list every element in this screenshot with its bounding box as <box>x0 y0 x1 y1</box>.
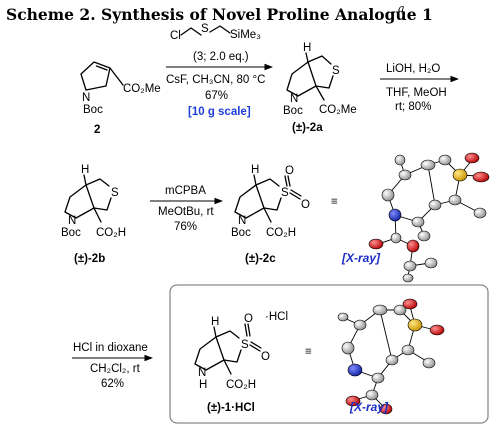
double-bond-line <box>95 65 108 71</box>
reagent-s: S <box>201 23 209 35</box>
pyrrolidine-ring <box>234 184 265 219</box>
thiolane-bottom <box>315 75 334 89</box>
compound-1-h: H <box>211 316 219 328</box>
compound-2c-s: S <box>281 187 289 199</box>
step4-yield: 62% <box>101 378 124 390</box>
acid-bond <box>223 359 232 375</box>
compound-2b: H S N Boc CO₂H (±)-2b <box>61 164 126 265</box>
compound-2a-n: N <box>290 93 298 105</box>
ester-bond <box>109 67 124 86</box>
step4-reagent: HCl in dioxane <box>73 342 148 354</box>
compound-2c-o2: O <box>301 199 310 211</box>
acid-bond <box>263 207 272 223</box>
compound-2b-acid: CO₂H <box>96 227 126 239</box>
reagent-3: Cl S SiMe₃ <box>170 23 261 42</box>
compound-2-n: N <box>82 92 90 104</box>
reagent-sime3: SiMe₃ <box>230 29 261 41</box>
equivalent-sign-2: ≡ <box>305 346 312 358</box>
thiolane-bottom <box>93 197 112 211</box>
compound-1-label: (±)-1·HCl <box>207 402 255 414</box>
step1-yield: 67% <box>205 90 228 102</box>
compound-2a: H S N Boc CO₂Me (±)-2a <box>283 42 357 134</box>
compound-2: CO₂Me N Boc 2 <box>80 61 161 136</box>
step2-yield: rt; 80% <box>395 101 431 113</box>
step3-yield: 76% <box>174 221 197 233</box>
compound-1-o1: O <box>244 313 253 325</box>
pyrrolidine-ring <box>286 61 317 97</box>
compound-2c-n: N <box>238 215 246 227</box>
thiolane-bottom <box>223 349 242 363</box>
compound-2b-boc: Boc <box>61 227 81 239</box>
xray-label-1: [X-ray] <box>341 251 381 265</box>
compound-2a-boc: Boc <box>283 105 303 117</box>
product-highlight-box <box>169 284 489 424</box>
compound-2b-label: (±)-2b <box>74 253 105 265</box>
acid-bond <box>93 207 102 223</box>
so-double-bond-2 <box>289 189 302 200</box>
reagent-chain-1 <box>180 27 202 36</box>
compound-1-salt: ·HCl <box>265 311 288 323</box>
step1-reagent: (3; 2.0 eq.) <box>193 51 249 63</box>
thiolane-top <box>85 178 110 187</box>
xray-structure-2c <box>368 152 490 283</box>
compound-2-ester: CO₂Me <box>123 83 161 95</box>
thiolane-top <box>307 55 332 65</box>
pyrroline-ring <box>80 61 111 91</box>
compound-1-nh: H <box>199 379 207 391</box>
h-bond <box>213 326 217 338</box>
compound-2-label: 2 <box>94 124 100 136</box>
step3-reagent: mCPBA <box>165 185 206 197</box>
compound-2c: H S O O N Boc CO₂H (±)-2c <box>231 164 310 265</box>
thiolane-bottom <box>263 197 282 211</box>
compound-2a-label: (±)-2a <box>292 122 323 134</box>
scheme-title: Scheme 2. Synthesis of Novel Proline Ana… <box>6 5 433 24</box>
compound-2c-o1: O <box>285 165 294 177</box>
h-bond <box>253 174 257 186</box>
xray-label-2: [X-ray] <box>349 400 389 414</box>
reagent-cl: Cl <box>170 30 181 42</box>
compound-2a-ester: CO₂Me <box>319 104 357 116</box>
xray-structure-1 <box>337 298 445 415</box>
compound-2c-boc: Boc <box>231 227 251 239</box>
step4-solvent: CH₂Cl₂, rt <box>90 363 141 375</box>
compound-1-s: S <box>241 339 249 351</box>
h-bond <box>305 52 309 63</box>
pyrrolidine-ring <box>194 336 225 371</box>
compound-2b-n: N <box>68 215 76 227</box>
ester-bond <box>315 85 325 101</box>
compound-2b-s: S <box>111 187 119 199</box>
thiolane-top <box>255 178 280 187</box>
so-double-bond-1 <box>284 175 291 187</box>
thiolane-top <box>215 330 240 339</box>
compound-1-hcl: H S O O ·HCl N H CO₂H (±)-1·HCl <box>194 311 288 414</box>
compound-2a-s: S <box>332 65 340 77</box>
pyrrolidine-ring <box>64 184 95 219</box>
step2-solvent: THF, MeOH <box>386 87 447 99</box>
equivalent-sign-1: ≡ <box>331 196 338 208</box>
compound-2c-h: H <box>251 164 259 176</box>
reagent-chain-2 <box>209 25 231 34</box>
so-double-bond-1 <box>244 323 251 337</box>
step1-conditions: CsF, CH₃CN, 80 °C <box>166 74 265 86</box>
compound-1-o2: O <box>261 351 270 363</box>
compound-1-n: N <box>198 367 206 379</box>
compound-2c-label: (±)-2c <box>245 253 276 265</box>
step3-solvent: MeOtBu, rt <box>158 206 214 218</box>
compound-2-boc: Boc <box>83 104 103 116</box>
title-footnote-mark: a <box>398 2 405 15</box>
compound-2c-acid: CO₂H <box>266 227 296 239</box>
compound-2a-h: H <box>303 42 311 54</box>
h-bond <box>83 174 87 186</box>
step1-scale: [10 g scale] <box>188 106 251 118</box>
so-double-bond-2 <box>249 341 262 352</box>
compound-1-acid: CO₂H <box>226 379 256 391</box>
step2-reagent: LiOH, H₂O <box>386 63 440 75</box>
compound-2b-h: H <box>81 164 89 176</box>
